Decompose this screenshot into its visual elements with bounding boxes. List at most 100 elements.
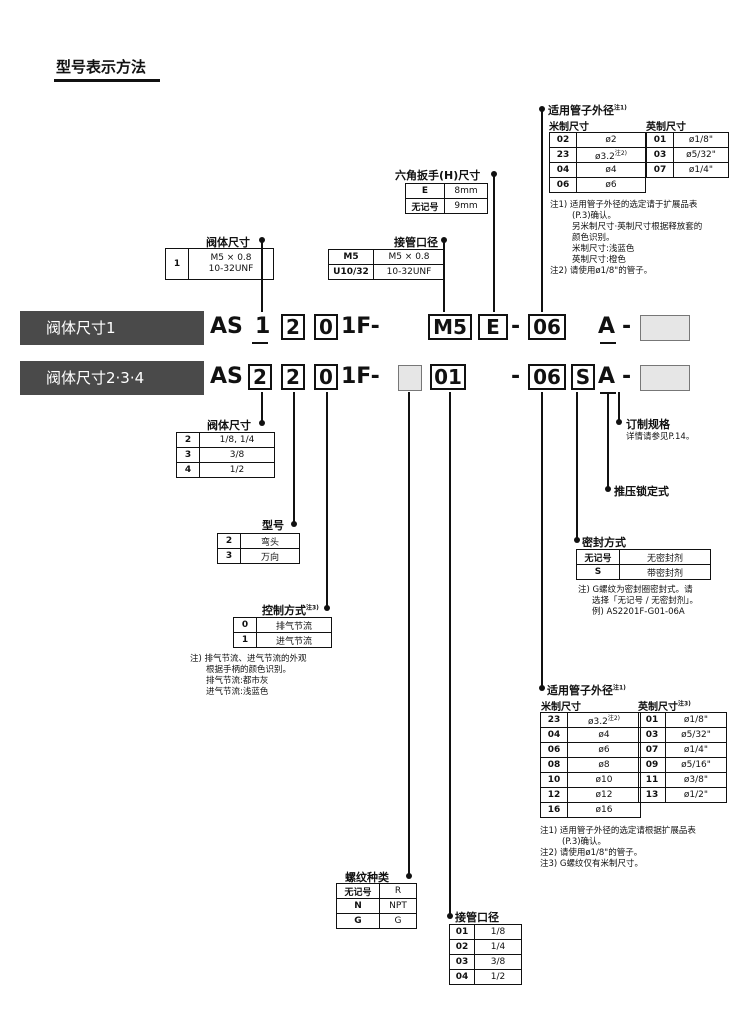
- row2-prefix: AS: [210, 364, 243, 389]
- control-leader: [326, 392, 328, 608]
- row1-option: A: [598, 314, 616, 339]
- tube-bottom-notes: 注1) 适用管子外径的选定请根据扩展品表 (P.3)确认。 注2) 请使用ø1/…: [540, 826, 696, 869]
- page-title: 型号表示方法: [56, 58, 147, 76]
- custom-leader: [618, 392, 620, 422]
- port-bottom-leader: [449, 392, 451, 917]
- row1-prefix: AS: [210, 314, 243, 339]
- row2-tube: 06: [528, 364, 566, 390]
- model-leader: [293, 392, 295, 525]
- row1-dash: -: [511, 314, 521, 339]
- row2-dash: -: [511, 364, 521, 389]
- table-row: U10/32 10-32UNF: [328, 264, 445, 280]
- row1-size-underline: [252, 342, 268, 344]
- tube-top-leader: [541, 109, 543, 312]
- tube-top-metric-title: 米制尺寸: [549, 122, 589, 133]
- thread-title: 螺纹种类: [345, 871, 389, 884]
- body-size-top-value: M5 × 0.8 10-32UNF: [188, 248, 274, 280]
- row2-label: 阀体尺寸2·3·4: [20, 361, 204, 395]
- tube-bottom-leader: [541, 392, 543, 689]
- tube-bottom-metric-title: 米制尺寸: [541, 702, 581, 713]
- row2-option: A: [598, 364, 616, 389]
- row1-wrench: E: [478, 314, 508, 340]
- tube-bottom-dot: [539, 685, 545, 691]
- table-row: E 8mm: [405, 183, 488, 199]
- push-lock-leader: [607, 392, 609, 489]
- row1-size: 1: [255, 314, 271, 339]
- seal-title: 密封方式: [582, 536, 626, 549]
- row1-custom-box: [640, 315, 690, 341]
- control-title: 控制方式注3): [262, 604, 319, 617]
- custom-title: 订制规格: [626, 418, 670, 431]
- port-top-title: 接管口径: [394, 236, 438, 249]
- row1-mid: 2: [281, 314, 305, 340]
- custom-desc: 详情请参见P.14。: [626, 432, 695, 442]
- row2-custom-box: [640, 365, 690, 391]
- row2-mid: 2: [281, 364, 305, 390]
- thread-dot: [406, 873, 412, 879]
- row1-tube: 06: [528, 314, 566, 340]
- wrench-table: E 8mm 无记号 9mm: [405, 183, 488, 214]
- row1-option-underline: [600, 342, 616, 344]
- control-dot: [324, 605, 330, 611]
- body-size-top-table: 1 M5 × 0.8 10-32UNF: [165, 248, 274, 280]
- body-size-bottom-dot: [259, 420, 265, 426]
- row2-suffix: 1F-: [341, 364, 380, 389]
- row1-dash2: -: [622, 314, 632, 339]
- body-size-bottom-title: 阀体尺寸: [207, 419, 251, 432]
- thread-leader: [408, 392, 410, 877]
- tube-top-title: 适用管子外径注1): [548, 104, 627, 117]
- seal-notes: 注) G螺纹为密封圈密封式。请 选择「无记号 / 无密封剂」。 例) AS220…: [578, 585, 699, 617]
- title-underline: [54, 79, 160, 82]
- custom-dot: [616, 419, 622, 425]
- row2-dash2: -: [622, 364, 632, 389]
- row2-seal: S: [571, 364, 595, 390]
- row2-ctrl: 0: [314, 364, 338, 390]
- row1-ctrl: 0: [314, 314, 338, 340]
- row1-suffix: 1F-: [341, 314, 380, 339]
- seal-leader: [576, 392, 578, 541]
- tube-top-inch-title: 英制尺寸: [646, 122, 686, 133]
- tube-top-notes: 注1) 适用管子外径的选定请于扩展品表 (P.3)确认。 另米制尺寸·英制尺寸根…: [550, 200, 703, 276]
- port-bottom-dot: [447, 913, 453, 919]
- wrench-leader: [493, 174, 495, 312]
- push-lock-title: 推压锁定式: [614, 485, 669, 498]
- port-bottom-title: 接管口径: [455, 911, 499, 924]
- model-title: 型号: [262, 519, 284, 532]
- body-size-bottom-leader: [261, 392, 263, 422]
- row2-port: 01: [430, 364, 466, 390]
